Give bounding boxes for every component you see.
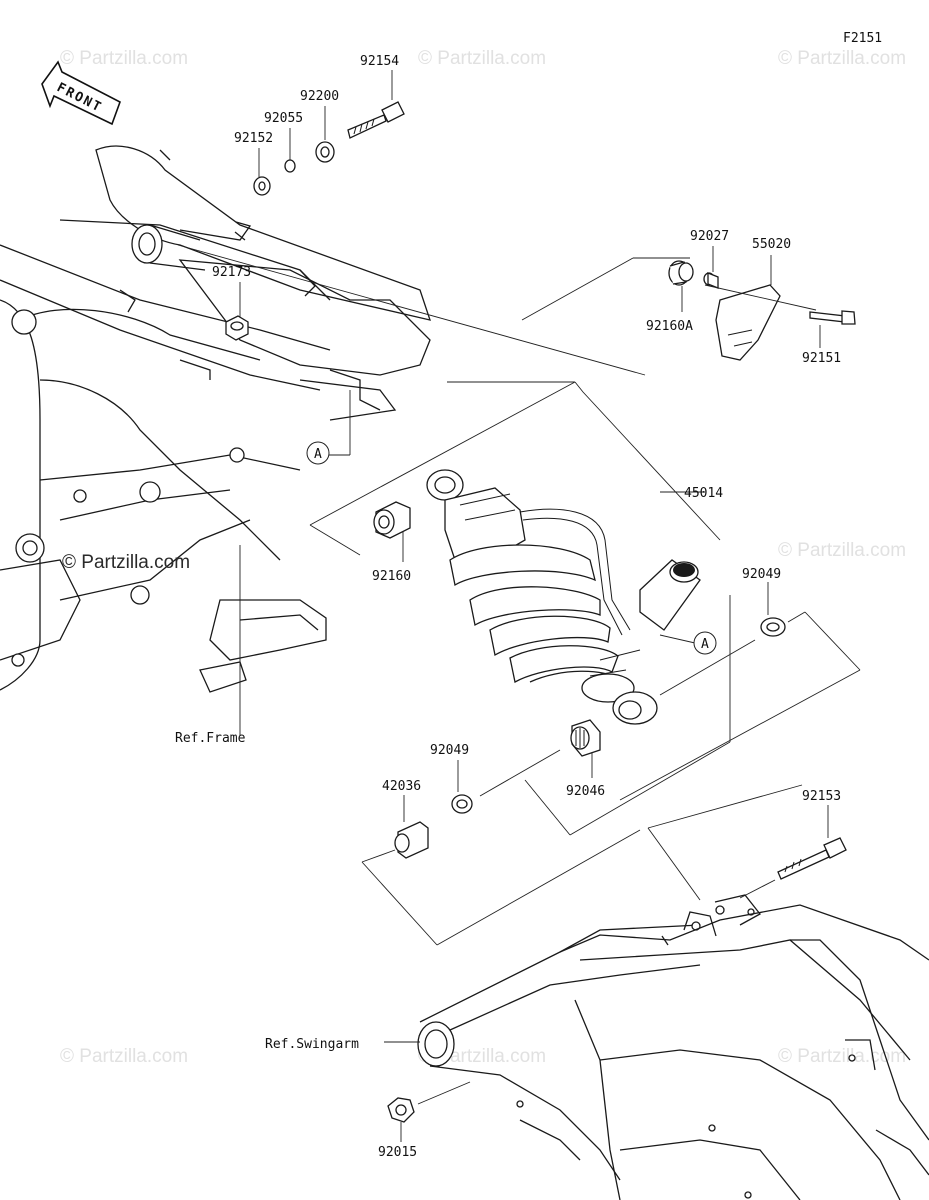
callout-a-frame: A	[306, 390, 351, 465]
swingarm-drawing	[417, 894, 929, 1200]
part-92049-washer-right	[619, 582, 861, 801]
part-42036-collar	[361, 795, 641, 946]
label-42036: 42036	[382, 779, 421, 794]
callout-a-shock: A	[693, 631, 717, 655]
label-92160A: 92160A	[646, 319, 693, 334]
ref-swingarm-label: Ref.Swingarm	[265, 1037, 359, 1052]
part-92152-collar	[253, 176, 271, 196]
label-92049-left: 92049	[430, 743, 469, 758]
ref-swingarm-callout: Ref.Swingarm	[265, 1037, 420, 1052]
callout-letter: A	[701, 637, 709, 652]
top-left-leaders	[177, 70, 646, 376]
part-labels: 92154 92200 92055 92152 92173 92027 5502…	[212, 54, 841, 1160]
part-92055-ring	[284, 159, 296, 173]
bracket-group-outline	[521, 257, 690, 321]
part-55020-guard	[704, 255, 817, 361]
label-92055: 92055	[264, 111, 303, 126]
label-92152: 92152	[234, 131, 273, 146]
label-45014: 45014	[684, 486, 723, 501]
part-92173-nut	[225, 315, 249, 341]
label-55020: 55020	[752, 237, 791, 252]
watermark: © Partzilla.com	[778, 48, 906, 69]
watermark: © Partzilla.com	[60, 1046, 188, 1067]
shock-group-outline	[309, 381, 731, 836]
callout-letter: A	[314, 447, 322, 462]
watermark-on-frame: © Partzilla.com	[62, 552, 190, 573]
label-92015: 92015	[378, 1145, 417, 1160]
ref-frame-callout: Ref.Frame	[175, 545, 246, 746]
watermark: © Partzilla.com	[778, 540, 906, 561]
watermarks: © Partzilla.com © Partzilla.com © Partzi…	[60, 48, 906, 1067]
label-92027: 92027	[690, 229, 729, 244]
label-92153: 92153	[802, 789, 841, 804]
part-92154-bolt	[347, 101, 405, 139]
part-92160A-bushing	[668, 260, 694, 312]
watermark: © Partzilla.com	[60, 48, 188, 69]
part-92200-washer	[315, 141, 335, 163]
part-92151-bolt	[809, 310, 856, 348]
part-92153-bolt	[647, 784, 847, 901]
label-92151: 92151	[802, 351, 841, 366]
label-92046: 92046	[566, 784, 605, 799]
watermark: © Partzilla.com	[418, 48, 546, 69]
part-45014-shock	[426, 469, 701, 725]
part-92015-nut	[387, 1081, 471, 1142]
label-92173: 92173	[212, 265, 251, 280]
front-arrow-icon: FRONT	[41, 60, 121, 126]
part-92160-bushing	[373, 501, 411, 562]
label-92200: 92200	[300, 89, 339, 104]
label-92154: 92154	[360, 54, 399, 69]
figure-code: F2151	[843, 31, 882, 46]
label-92049-right: 92049	[742, 567, 781, 582]
watermark: © Partzilla.com	[778, 1046, 906, 1067]
part-92027-collar	[703, 246, 719, 289]
part-92049-washer-left	[451, 760, 473, 814]
frame-drawing	[0, 145, 431, 693]
ref-frame-label: Ref.Frame	[175, 731, 246, 746]
label-92160: 92160	[372, 569, 411, 584]
part-92046-bearing	[479, 719, 601, 797]
